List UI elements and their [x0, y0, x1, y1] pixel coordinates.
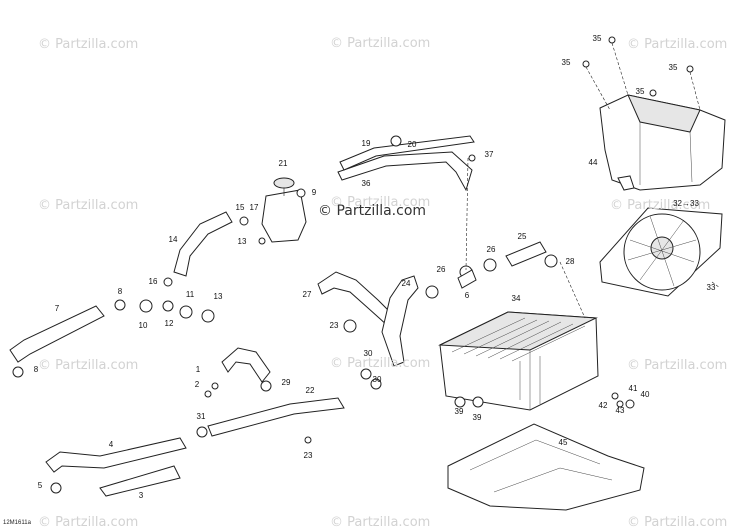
radiator-part — [438, 311, 599, 411]
hose-24-part — [381, 275, 419, 367]
hose-7-part — [9, 305, 105, 363]
watermark: © Partzilla.com — [610, 198, 711, 213]
callout-label: 29 — [281, 378, 291, 387]
callout-label: 43 — [615, 406, 625, 415]
callout-label: 35 — [561, 58, 571, 67]
clamps-group — [12, 135, 635, 494]
callout-label: 26 — [436, 265, 446, 274]
hose-4-part — [45, 437, 187, 473]
callout-label: 45 — [558, 438, 568, 447]
coolant-reservoir-part — [261, 177, 307, 243]
callout-label: 15 — [235, 203, 245, 212]
callout-label: 26 — [486, 245, 496, 254]
watermark: © Partzilla.com — [627, 37, 728, 52]
watermark: © Partzilla.com — [38, 198, 139, 213]
callout-label: 20 — [407, 140, 417, 149]
hose-27-part — [317, 271, 397, 327]
callout-label: 17 — [249, 203, 259, 212]
callout-label: 4 — [108, 440, 114, 449]
leader-37 — [465, 157, 469, 271]
callout-label: 40 — [640, 390, 650, 399]
callout-label: 39 — [472, 413, 482, 422]
hose-25-part — [505, 241, 547, 267]
callout-label: 37 — [484, 150, 494, 159]
callout-label: 35 — [668, 63, 678, 72]
cooling-fan-part — [599, 207, 723, 297]
callout-label: 8 — [117, 287, 123, 296]
callout-label: 44 — [588, 158, 598, 167]
screw-35-parts — [582, 36, 701, 111]
callout-label: 28 — [565, 257, 575, 266]
hose-14-part — [173, 211, 233, 277]
callout-label: 41 — [628, 384, 638, 393]
watermark: © Partzilla.com — [38, 358, 139, 373]
fitting-6-part — [457, 269, 477, 289]
watermark: © Partzilla.com — [330, 515, 431, 530]
callout-label: 30 — [372, 375, 382, 384]
watermark: © Partzilla.com — [627, 515, 728, 530]
callout-label: 8 — [33, 365, 39, 374]
callout-label: 13 — [237, 237, 247, 246]
callout-label: 6 — [464, 291, 470, 300]
watermark: © Partzilla.com — [330, 195, 431, 210]
watermark: © Partzilla.com — [627, 358, 728, 373]
callout-label: 35 — [592, 34, 602, 43]
callout-label: 5 — [37, 481, 43, 490]
callout-label: 11 — [185, 290, 195, 299]
callout-label: 12 — [164, 319, 174, 328]
watermark: © Partzilla.com — [330, 36, 431, 51]
callout-label: 30 — [363, 349, 373, 358]
callout-label: 27 — [302, 290, 312, 299]
pipe-36-part — [337, 151, 473, 192]
hose-1-part — [221, 347, 271, 383]
callout-label: 35 — [635, 87, 645, 96]
callout-label: 23 — [303, 451, 313, 460]
callout-label: 42 — [598, 401, 608, 410]
fan-shroud-part — [599, 94, 726, 191]
callout-label: 13 — [213, 292, 223, 301]
hose-19-part — [339, 135, 475, 171]
pipe-22-part — [207, 397, 345, 437]
callout-label: 21 — [278, 159, 288, 168]
callout-label: 32→33 — [673, 199, 699, 208]
watermark: © Partzilla.com — [38, 37, 139, 52]
callout-label: 25 — [517, 232, 527, 241]
callout-label: 7 — [54, 304, 60, 313]
callout-label: 16 — [148, 277, 158, 286]
callout-label: 3 — [138, 491, 144, 500]
center-watermark: © Partzilla.com — [318, 203, 427, 219]
leader-28 — [559, 261, 586, 319]
callout-label: 34 — [511, 294, 521, 303]
callout-label: 1 — [195, 365, 201, 374]
callout-label: 39 — [454, 407, 464, 416]
callout-label: 22 — [305, 386, 315, 395]
callout-label: 19 — [361, 139, 371, 148]
drawing-id: 12M1611a — [3, 520, 31, 526]
callout-label: 2 — [194, 380, 200, 389]
hose-3-part — [99, 465, 181, 497]
watermark: © Partzilla.com — [330, 356, 431, 371]
callout-label: 9 — [311, 188, 317, 197]
callout-label: 23 — [329, 321, 339, 330]
callout-label: 24 — [401, 279, 411, 288]
callout-label: 14 — [168, 235, 178, 244]
callout-label: 31 — [196, 412, 206, 421]
watermark: © Partzilla.com — [38, 515, 139, 530]
callout-label: 10 — [138, 321, 148, 330]
callout-label: 36 — [361, 179, 371, 188]
callout-label: 33 — [706, 283, 716, 292]
skid-plate-part — [447, 423, 645, 511]
